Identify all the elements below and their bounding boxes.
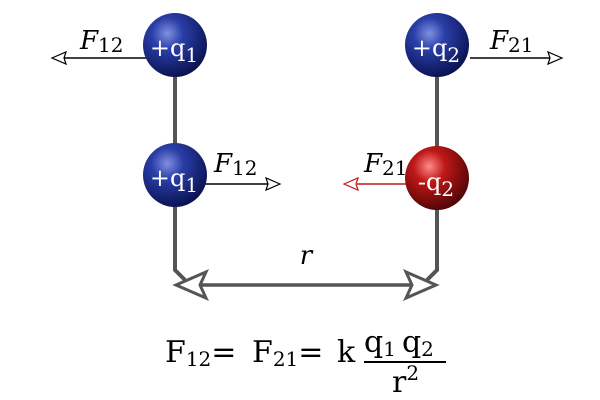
formula-r: r (392, 365, 407, 400)
charge-bottom-right: -q2 (405, 146, 469, 210)
force-subscript: 21 (382, 156, 407, 180)
formula-equals: = (211, 335, 236, 370)
svg-text:F21: F21 (489, 26, 534, 57)
force-symbol: F (489, 26, 509, 56)
charge-sign: - (418, 168, 426, 196)
force-f12-top: F12 (50, 26, 148, 66)
charge-sign: + (412, 34, 432, 62)
formula-sup: 2 (406, 361, 419, 385)
charge-subscript: 2 (447, 43, 460, 67)
formula-q: q (402, 325, 421, 360)
distance-arrow: r (172, 241, 440, 301)
force-symbol: F (363, 149, 383, 179)
charge-symbol: q (426, 168, 441, 196)
formula-sub: 21 (273, 347, 298, 371)
formula-k: k (337, 335, 356, 370)
distance-arrowhead-right (402, 269, 440, 301)
charge-sign: + (150, 34, 170, 62)
formula-q: q (364, 325, 383, 360)
svg-text:F12=: F12= (165, 335, 236, 371)
svg-text:+q1: +q1 (150, 164, 198, 197)
arrowhead-left-icon (342, 176, 359, 192)
arrowhead-right-icon (265, 176, 282, 192)
svg-text:r2: r2 (392, 361, 419, 400)
svg-text:-q2: -q2 (418, 168, 454, 201)
svg-text:F12: F12 (79, 26, 124, 57)
svg-text:F21: F21 (363, 149, 408, 180)
charge-bottom-left: +q1 (143, 143, 207, 207)
formula-sub: 2 (421, 337, 434, 361)
distance-arrowhead-left (172, 269, 210, 301)
svg-text:+q1: +q1 (150, 34, 198, 67)
charge-subscript: 2 (441, 177, 454, 201)
svg-text:F12: F12 (213, 149, 258, 180)
charge-top-right: +q2 (405, 13, 469, 77)
distance-label: r (300, 241, 314, 271)
force-f21-top: F21 (470, 26, 564, 66)
svg-text:F21=: F21= (252, 335, 323, 371)
arrowhead-left-icon (50, 50, 67, 66)
force-symbol: F (213, 149, 233, 179)
charge-symbol: q (170, 164, 185, 192)
force-symbol: F (79, 26, 99, 56)
arrowhead-right-icon (547, 50, 564, 66)
svg-text:+q2: +q2 (412, 34, 460, 67)
charge-symbol: q (170, 34, 185, 62)
charge-subscript: 1 (185, 173, 198, 197)
force-f12-bottom: F12 (205, 149, 282, 192)
formula-equals: = (298, 335, 323, 370)
formula-sub: 1 (383, 337, 396, 361)
charge-symbol: q (432, 34, 447, 62)
charge-sign: + (150, 164, 170, 192)
formula-f: F (252, 335, 273, 370)
rod-bottom-left (173, 200, 187, 282)
charge-subscript: 1 (185, 43, 198, 67)
rod-bottom-right (425, 200, 439, 282)
force-subscript: 12 (98, 33, 123, 57)
force-subscript: 12 (232, 156, 257, 180)
charge-top-left: +q1 (143, 13, 207, 77)
formula-f: F (165, 335, 186, 370)
force-f21-bottom: F21 (342, 149, 410, 192)
formula-sub: 12 (186, 347, 211, 371)
force-subscript: 21 (508, 33, 533, 57)
